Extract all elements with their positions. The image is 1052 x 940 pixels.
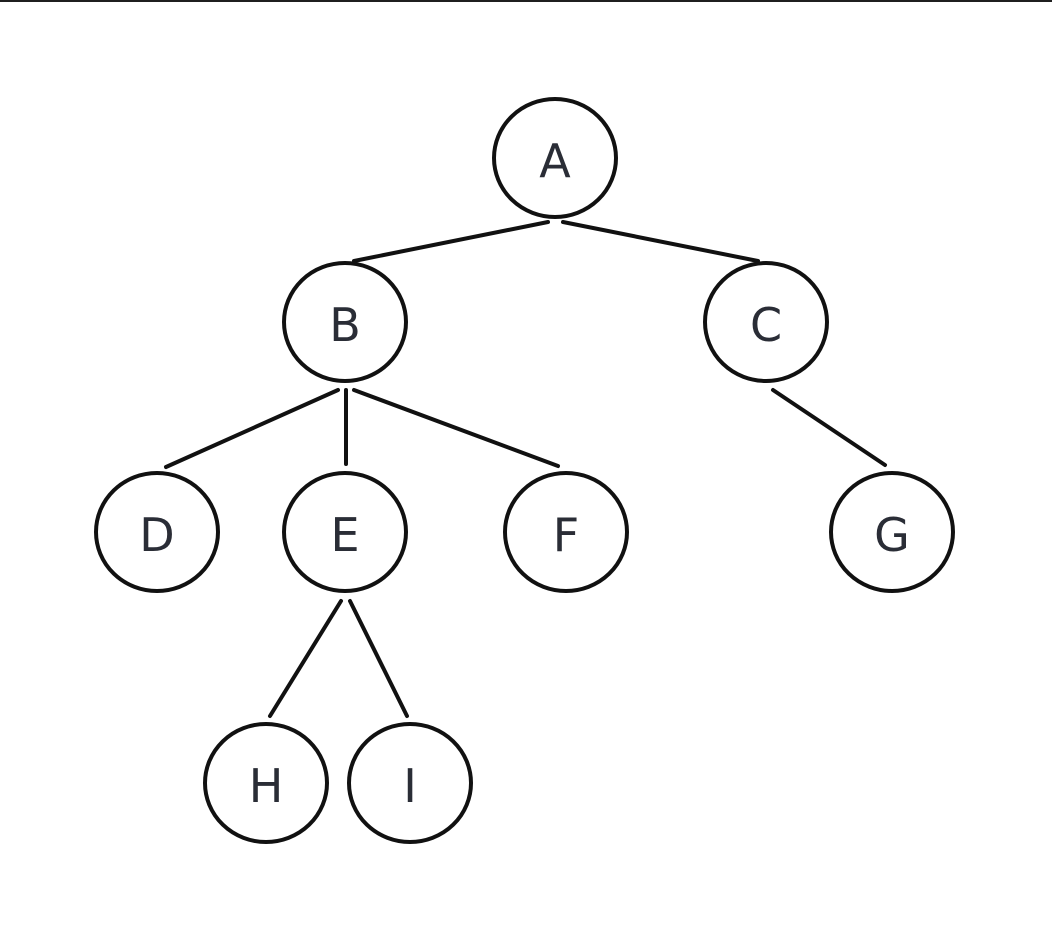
node-c: C <box>703 261 829 383</box>
edge-a-c <box>561 220 760 263</box>
node-circle <box>829 471 955 593</box>
node-a: A <box>492 97 618 219</box>
node-label: I <box>403 759 417 813</box>
node-circle <box>94 471 220 593</box>
node-circle <box>282 471 408 593</box>
node-label: F <box>553 508 579 562</box>
node-label: E <box>330 508 359 562</box>
node-circle <box>703 261 829 383</box>
edge-a-b <box>352 220 550 263</box>
node-b: B <box>282 261 408 383</box>
node-f: F <box>503 471 629 593</box>
node-g: G <box>829 471 955 593</box>
node-circle <box>347 722 473 844</box>
node-label: C <box>750 298 782 352</box>
node-d: D <box>94 471 220 593</box>
node-circle <box>282 261 408 383</box>
edges-layer <box>164 220 887 718</box>
node-circle <box>492 97 618 219</box>
edge-b-d <box>164 388 340 469</box>
node-label: B <box>329 298 361 352</box>
node-label: D <box>139 508 174 562</box>
node-circle <box>203 722 329 844</box>
node-i: I <box>347 722 473 844</box>
edge-e-h <box>268 599 343 718</box>
top-border-line <box>0 0 1052 2</box>
node-label: H <box>249 759 284 813</box>
edge-c-g <box>771 388 887 467</box>
edge-e-i <box>348 599 409 718</box>
node-label: A <box>539 134 571 188</box>
node-e: E <box>282 471 408 593</box>
node-label: G <box>874 508 910 562</box>
nodes-layer: A B C D E F G H I <box>94 97 955 844</box>
node-h: H <box>203 722 329 844</box>
edge-b-f <box>352 388 560 468</box>
node-circle <box>503 471 629 593</box>
